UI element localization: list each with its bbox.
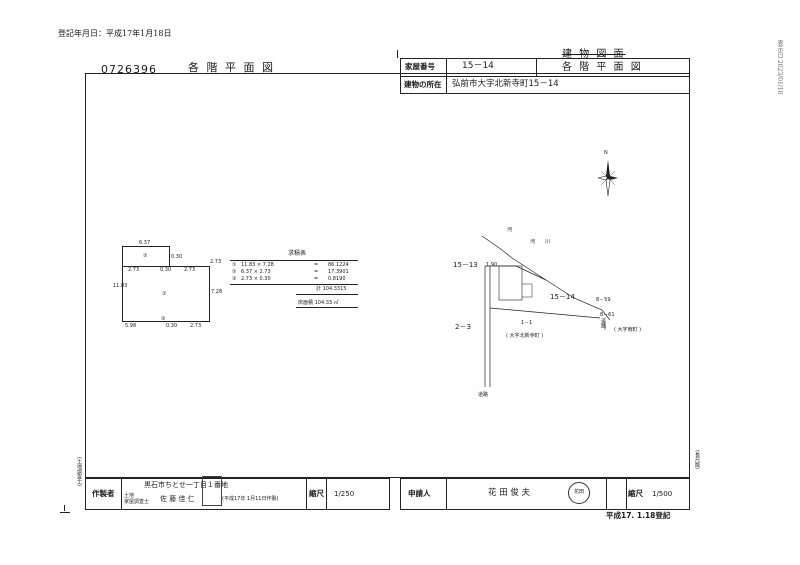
compass-icon xyxy=(597,160,618,197)
row-value: 17.3901 xyxy=(328,269,349,275)
row-no: ③ xyxy=(232,276,237,282)
preparer-seal xyxy=(202,476,222,506)
label-section-1: ① xyxy=(162,291,167,297)
section-1 xyxy=(122,266,210,322)
river-label-top: 河 xyxy=(507,227,513,233)
dim-mid-a: 2.73 xyxy=(128,267,140,273)
dim-bottom-c: 2.73 xyxy=(190,323,202,329)
preparer-address: 黒石市ちとせ一丁目１番地 xyxy=(144,481,228,489)
dim-mid-b: 0.30 xyxy=(160,267,172,273)
area-minami: ( 大字南町 ) xyxy=(614,327,642,333)
scale-right: 1/500 xyxy=(652,490,673,498)
title-right: 各 階 平 面 図 xyxy=(562,62,643,73)
title-left: 各 階 平 面 図 xyxy=(188,61,275,74)
row-eq: = xyxy=(314,269,319,275)
dim-top: 6.37 xyxy=(139,240,151,246)
title-right-struck: 建 物 図 面 xyxy=(562,49,626,60)
label-section-3: ③ xyxy=(161,316,166,322)
lot-1-1: 1－1 xyxy=(521,320,533,326)
dim-left: 11.83 xyxy=(113,283,128,289)
row-eq: = xyxy=(314,262,319,268)
registration-date: 登記年月日：平成17年1月18日 xyxy=(58,29,172,38)
road-label: 道路 xyxy=(478,392,489,398)
location-label: 建物の所在 xyxy=(404,80,442,89)
road-label-right: 道路 xyxy=(600,318,606,328)
lot-15-13: 15－13 xyxy=(453,261,478,269)
applicant-label: 申請人 xyxy=(408,489,431,498)
preparer-name: 佐 藤 佳 仁 xyxy=(160,495,195,503)
lot-15-14: 15－14 xyxy=(550,293,575,301)
registered-date: 平成17. 1.18登記 xyxy=(606,511,671,520)
side-stamp: 表示日 2023/01/10 xyxy=(776,40,783,95)
north-label: N xyxy=(604,150,608,156)
lot-8-61: 8－61 xyxy=(600,312,615,318)
qualification-line-1: 土地 xyxy=(124,493,135,499)
floor-area: 床面積 104.33 ㎡ xyxy=(298,300,339,306)
scale-left: 1/250 xyxy=(334,490,355,498)
dim-side-a: 0.30 xyxy=(171,254,183,260)
lot-2-3: 2－3 xyxy=(455,323,471,331)
seal-text: 花田 xyxy=(574,489,585,495)
lot-8-59: 8－59 xyxy=(596,297,611,303)
house-number-label: 家屋番号 xyxy=(405,62,435,71)
area-table-title: 求積表 xyxy=(288,250,307,257)
dim-bottom-b: 0.30 xyxy=(166,323,178,329)
doc-number: 0726396 xyxy=(101,63,157,76)
row-value: 86.1224 xyxy=(328,262,349,268)
river-label: 河 川 xyxy=(530,239,551,245)
applicant-seal: 花田 xyxy=(568,482,590,504)
drawing-frame xyxy=(85,73,690,478)
row-no: ① xyxy=(232,262,237,268)
footer-right-table xyxy=(400,478,690,510)
qualification-line-2: 家屋調査士 xyxy=(124,499,150,505)
location: 弘前市大字北新寺町15－14 xyxy=(452,79,559,89)
row-value: 0.8190 xyxy=(328,276,346,282)
side-label-left: (土地調査士) xyxy=(76,457,82,486)
row-calc: 2.73 × 0.30 xyxy=(241,276,271,282)
dim-site: 1.90 xyxy=(486,262,498,268)
side-label-right: (長尺版) xyxy=(694,450,700,469)
area-total: 計 104.3315 xyxy=(316,286,347,292)
site-map xyxy=(481,235,611,387)
preparer-label: 作製者 xyxy=(92,489,115,498)
scale-label-left: 縮尺 xyxy=(309,489,324,498)
dim-bottom-a: 5.98 xyxy=(125,323,137,329)
row-no: ② xyxy=(232,269,237,275)
applicant-name: 花 田 俊 夫 xyxy=(488,488,531,498)
dim-right: 7.28 xyxy=(211,289,223,295)
dim-mid-c: 2.73 xyxy=(184,267,196,273)
house-number: 15－14 xyxy=(462,61,494,71)
footer-left-table xyxy=(85,478,390,510)
row-eq: = xyxy=(314,276,319,282)
scale-label-right: 縮尺 xyxy=(628,489,643,498)
row-calc: 11.83 × 7.28 xyxy=(241,262,274,268)
area-kita: ( 大字北新寺町 ) xyxy=(506,333,544,339)
label-section-2: ② xyxy=(143,253,148,259)
row-calc: 6.37 × 2.73 xyxy=(241,269,271,275)
dim-side-b: 2.73 xyxy=(210,259,222,265)
date-note: (平成17年 1月11日作製) xyxy=(222,496,279,502)
